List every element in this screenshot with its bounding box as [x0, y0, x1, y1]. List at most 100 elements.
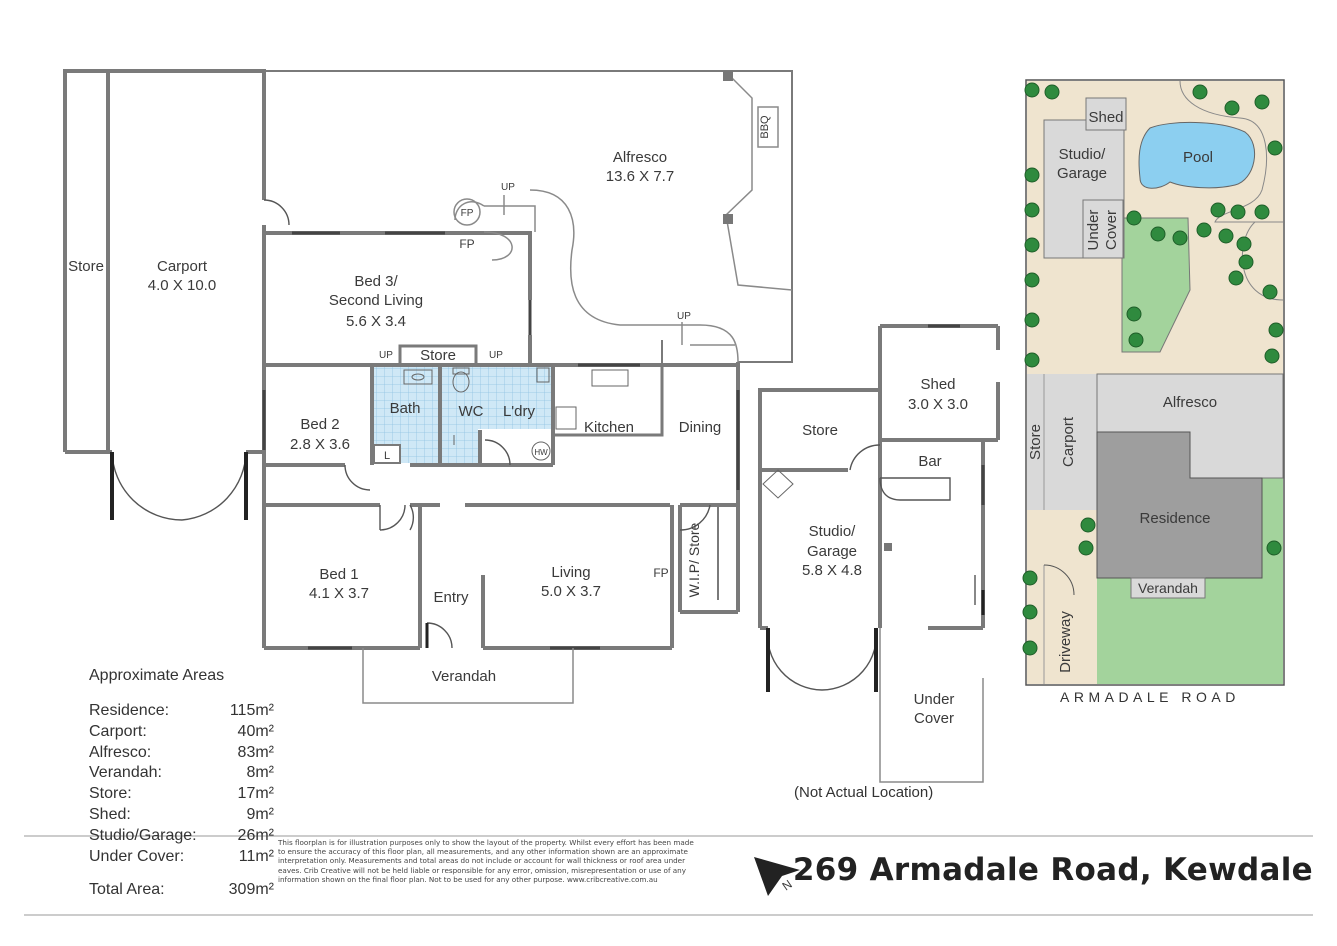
- area-name: Carport:: [89, 722, 147, 740]
- disclaimer-text: This floorplan is for illustration purpo…: [278, 838, 694, 884]
- tree-icon: [1230, 204, 1246, 220]
- area-value: 83m²: [237, 743, 274, 761]
- property-address: 269 Armadale Road, Kewdale: [792, 852, 1313, 888]
- area-row: Carport: 40m²: [89, 722, 274, 743]
- not-actual-location-note: (Not Actual Location): [794, 784, 934, 801]
- area-name: Residence:: [89, 702, 170, 719]
- windows: [262, 231, 740, 650]
- tree-icon: [1238, 254, 1254, 270]
- store-small-label: Store: [420, 347, 456, 364]
- tree-icon: [1172, 230, 1188, 246]
- site-under-cover-label-2: Cover: [1103, 210, 1120, 250]
- tree-icon: [1024, 167, 1040, 183]
- tree-icon: [1126, 306, 1142, 322]
- tree-icon: [1024, 202, 1040, 218]
- area-row: Shed: 9m²: [89, 805, 274, 826]
- tree-icon: [1022, 640, 1038, 656]
- tree-icon: [1192, 84, 1208, 100]
- outbuilding-doors: [766, 444, 976, 691]
- under-cover-label-2: Cover: [914, 710, 954, 727]
- tree-icon: [1224, 100, 1240, 116]
- bed2-dim: 2.8 X 3.6: [290, 436, 350, 453]
- dining-label: Dining: [679, 419, 722, 436]
- area-row: Under Cover: 11m²: [89, 847, 274, 868]
- tree-icon: [1150, 226, 1166, 242]
- site-studio-label-1: Studio/: [1059, 146, 1107, 163]
- site-carport-label: Carport: [1060, 416, 1077, 467]
- entry-label: Entry: [433, 589, 469, 606]
- laundry-label: L'dry: [503, 403, 536, 420]
- wc-label: WC: [459, 403, 484, 420]
- site-shed-label: Shed: [1088, 109, 1123, 126]
- tree-icon: [1196, 222, 1212, 238]
- up-label-4: UP: [489, 350, 503, 361]
- bed3-label-1: Bed 3/: [354, 273, 398, 290]
- area-value: 11m²: [238, 847, 274, 865]
- hw-label: HW: [534, 448, 548, 457]
- area-value: 9m²: [246, 805, 274, 823]
- site-under-cover-label-1: Under: [1085, 210, 1102, 251]
- total-area-row: Total Area: 309m²: [89, 880, 274, 901]
- area-row: Store:17m²: [89, 784, 274, 805]
- laundry-tiles: [442, 367, 551, 429]
- tree-icon: [1024, 352, 1040, 368]
- site-alfresco-label: Alfresco: [1163, 394, 1217, 411]
- studio-label-2: Garage: [807, 543, 857, 560]
- fp-label-3: FP: [653, 566, 668, 580]
- bar-label: Bar: [918, 453, 941, 470]
- living-label: Living: [551, 564, 590, 581]
- tree-icon: [1044, 84, 1060, 100]
- studio-dim: 5.8 X 4.8: [802, 562, 862, 579]
- shed-dim: 3.0 X 3.0: [908, 396, 968, 413]
- tree-icon: [1024, 312, 1040, 328]
- fp-label-1: FP: [461, 208, 474, 219]
- area-name: Shed:: [89, 805, 131, 823]
- shed-label: Shed: [920, 376, 955, 393]
- living-dim: 5.0 X 3.7: [541, 583, 601, 600]
- under-cover-label-1: Under: [914, 691, 955, 708]
- tree-icon: [1024, 237, 1040, 253]
- area-name: Alfresco:: [89, 743, 152, 761]
- site-store-label: Store: [1027, 424, 1044, 460]
- site-pool-label: Pool: [1183, 149, 1213, 166]
- bed3-label-2: Second Living: [329, 292, 423, 309]
- verandah-label: Verandah: [432, 668, 496, 685]
- up-label-3: UP: [379, 350, 393, 361]
- up-label-2: UP: [677, 311, 691, 322]
- tree-icon: [1267, 140, 1283, 156]
- tree-icon: [1080, 517, 1096, 533]
- area-value: 8m²: [246, 764, 274, 782]
- outbuilding-walls: [758, 324, 1000, 630]
- site-driveway-label: Driveway: [1057, 611, 1074, 673]
- site-trees: [1022, 82, 1284, 656]
- area-name: Under Cover:: [89, 847, 185, 865]
- tree-icon: [1022, 570, 1038, 586]
- tree-icon: [1264, 348, 1280, 364]
- site-studio-label-2: Garage: [1057, 165, 1107, 182]
- road-label: ARMADALE ROAD: [1060, 689, 1240, 705]
- fp-label-2: FP: [459, 237, 474, 251]
- area-row: Residence:115m²: [89, 701, 274, 722]
- tree-icon: [1218, 228, 1234, 244]
- alfresco-label: Alfresco: [613, 149, 667, 166]
- bed1-label: Bed 1: [319, 566, 358, 583]
- tree-icon: [1228, 270, 1244, 286]
- site-verandah-label: Verandah: [1138, 580, 1198, 596]
- area-value: 17m²: [237, 785, 274, 803]
- up-label-1: UP: [501, 182, 515, 193]
- alfresco-features: [453, 71, 793, 363]
- tree-icon: [1024, 82, 1040, 98]
- total-area-name: Total Area:: [89, 881, 165, 899]
- store-left-label: Store: [68, 258, 104, 275]
- tree-icon: [1022, 604, 1038, 620]
- linen-cupboard: [373, 444, 401, 464]
- tree-icon: [1126, 210, 1142, 226]
- tree-icon: [1078, 540, 1094, 556]
- wip-store-label: W.I.P/ Store: [686, 522, 702, 597]
- carport-dim: 4.0 X 10.0: [148, 277, 216, 294]
- area-value: 40m²: [237, 722, 274, 740]
- tree-icon: [1268, 322, 1284, 338]
